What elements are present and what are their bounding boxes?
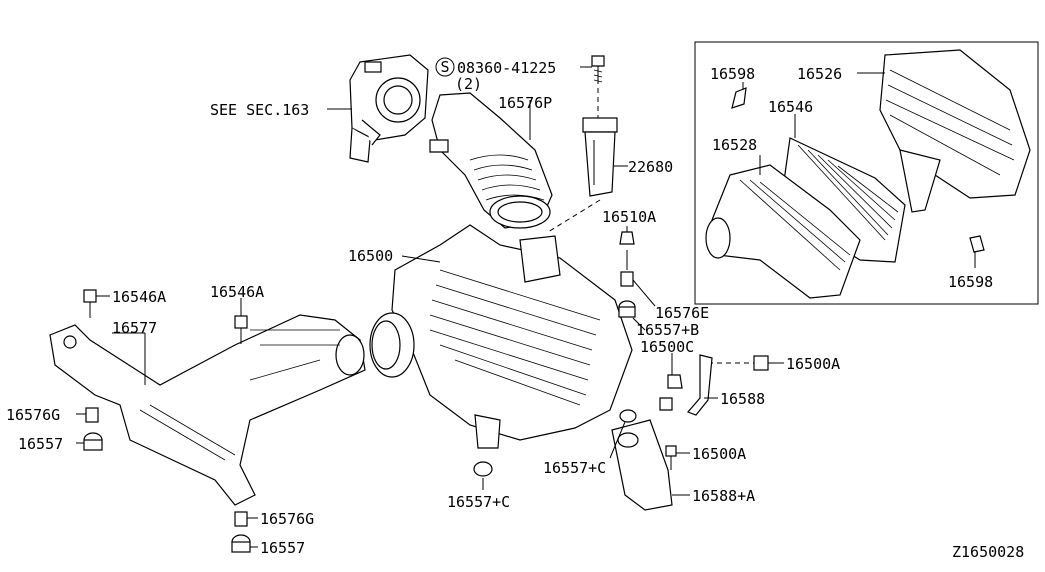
collar-16576G-left	[85, 407, 99, 423]
grommet-16557-bottom	[231, 534, 251, 553]
part-label-16546: 16546	[768, 98, 813, 116]
part-label-16526: 16526	[797, 65, 842, 83]
figure-id-label: Z1650028	[952, 543, 1024, 561]
see-section-label: SEE SEC.163	[210, 101, 309, 119]
collar-16576E	[620, 271, 634, 287]
bolt-16546A-left	[83, 289, 97, 318]
part-label-16546A-left: 16546A	[112, 288, 166, 306]
bracket-16588A	[611, 419, 673, 511]
part-label-22680: 22680	[628, 158, 673, 176]
part-label-16557-bottom: 16557	[260, 539, 305, 557]
bracket-16588	[686, 354, 713, 416]
part-label-16557-left: 16557	[18, 435, 63, 453]
part-label-16576P: 16576P	[498, 94, 552, 112]
air-duct-illustration	[429, 92, 553, 229]
part-label-16598-upper: 16598	[710, 65, 755, 83]
grommet-16557C-right	[619, 409, 637, 423]
inset-frame	[694, 41, 1039, 305]
part-label-16528: 16528	[712, 136, 757, 154]
bolt-spec-label: 08360-41225	[457, 59, 556, 77]
clip-16598-upper	[731, 87, 747, 109]
part-label-16598-lower: 16598	[948, 273, 993, 291]
part-label-16500C: 16500C	[640, 338, 694, 356]
upper-cover-16526	[879, 49, 1031, 213]
part-label-16500A-upper: 16500A	[786, 355, 840, 373]
grommet-16510A	[619, 231, 635, 245]
part-label-16557C-bottom: 16557+C	[447, 493, 510, 511]
throttle-body-illustration	[349, 54, 429, 163]
part-label-16576G-left: 16576G	[6, 406, 60, 424]
clip-16500C	[659, 374, 683, 411]
part-label-16588A: 16588+A	[692, 487, 755, 505]
part-label-16546A-center: 16546A	[210, 283, 264, 301]
part-label-16500: 16500	[348, 247, 393, 265]
air-intake-duct-illustration	[49, 314, 366, 506]
air-cleaner-housing-illustration	[369, 224, 633, 449]
bolt-qty-label: (2)	[455, 75, 482, 93]
bolt-spec-callout: S 08360-41225 (2)	[435, 57, 556, 93]
part-label-16557B: 16557+B	[636, 321, 699, 339]
bolt-16500A-lower	[665, 445, 677, 470]
lower-case-16528	[705, 164, 861, 299]
part-label-16576E: 16576E	[655, 304, 709, 322]
grommet-16557C-bottom	[473, 461, 493, 477]
airflow-sensor-illustration	[582, 117, 618, 197]
part-label-16576G-bottom: 16576G	[260, 510, 314, 528]
grommet-16557-left	[83, 432, 103, 451]
collar-16576G-bottom	[234, 511, 248, 527]
part-label-16500A-lower: 16500A	[692, 445, 746, 463]
part-label-16510A: 16510A	[602, 208, 656, 226]
bolt-16500A-upper	[708, 355, 769, 371]
grommet-16557B	[618, 300, 636, 318]
bolt-spec-symbol: S	[440, 58, 449, 76]
clip-16598-lower	[969, 235, 985, 253]
bolt-illustration	[591, 55, 605, 84]
part-label-16557C-right: 16557+C	[543, 459, 606, 477]
part-label-16588: 16588	[720, 390, 765, 408]
part-label-16577: 16577	[112, 319, 157, 337]
